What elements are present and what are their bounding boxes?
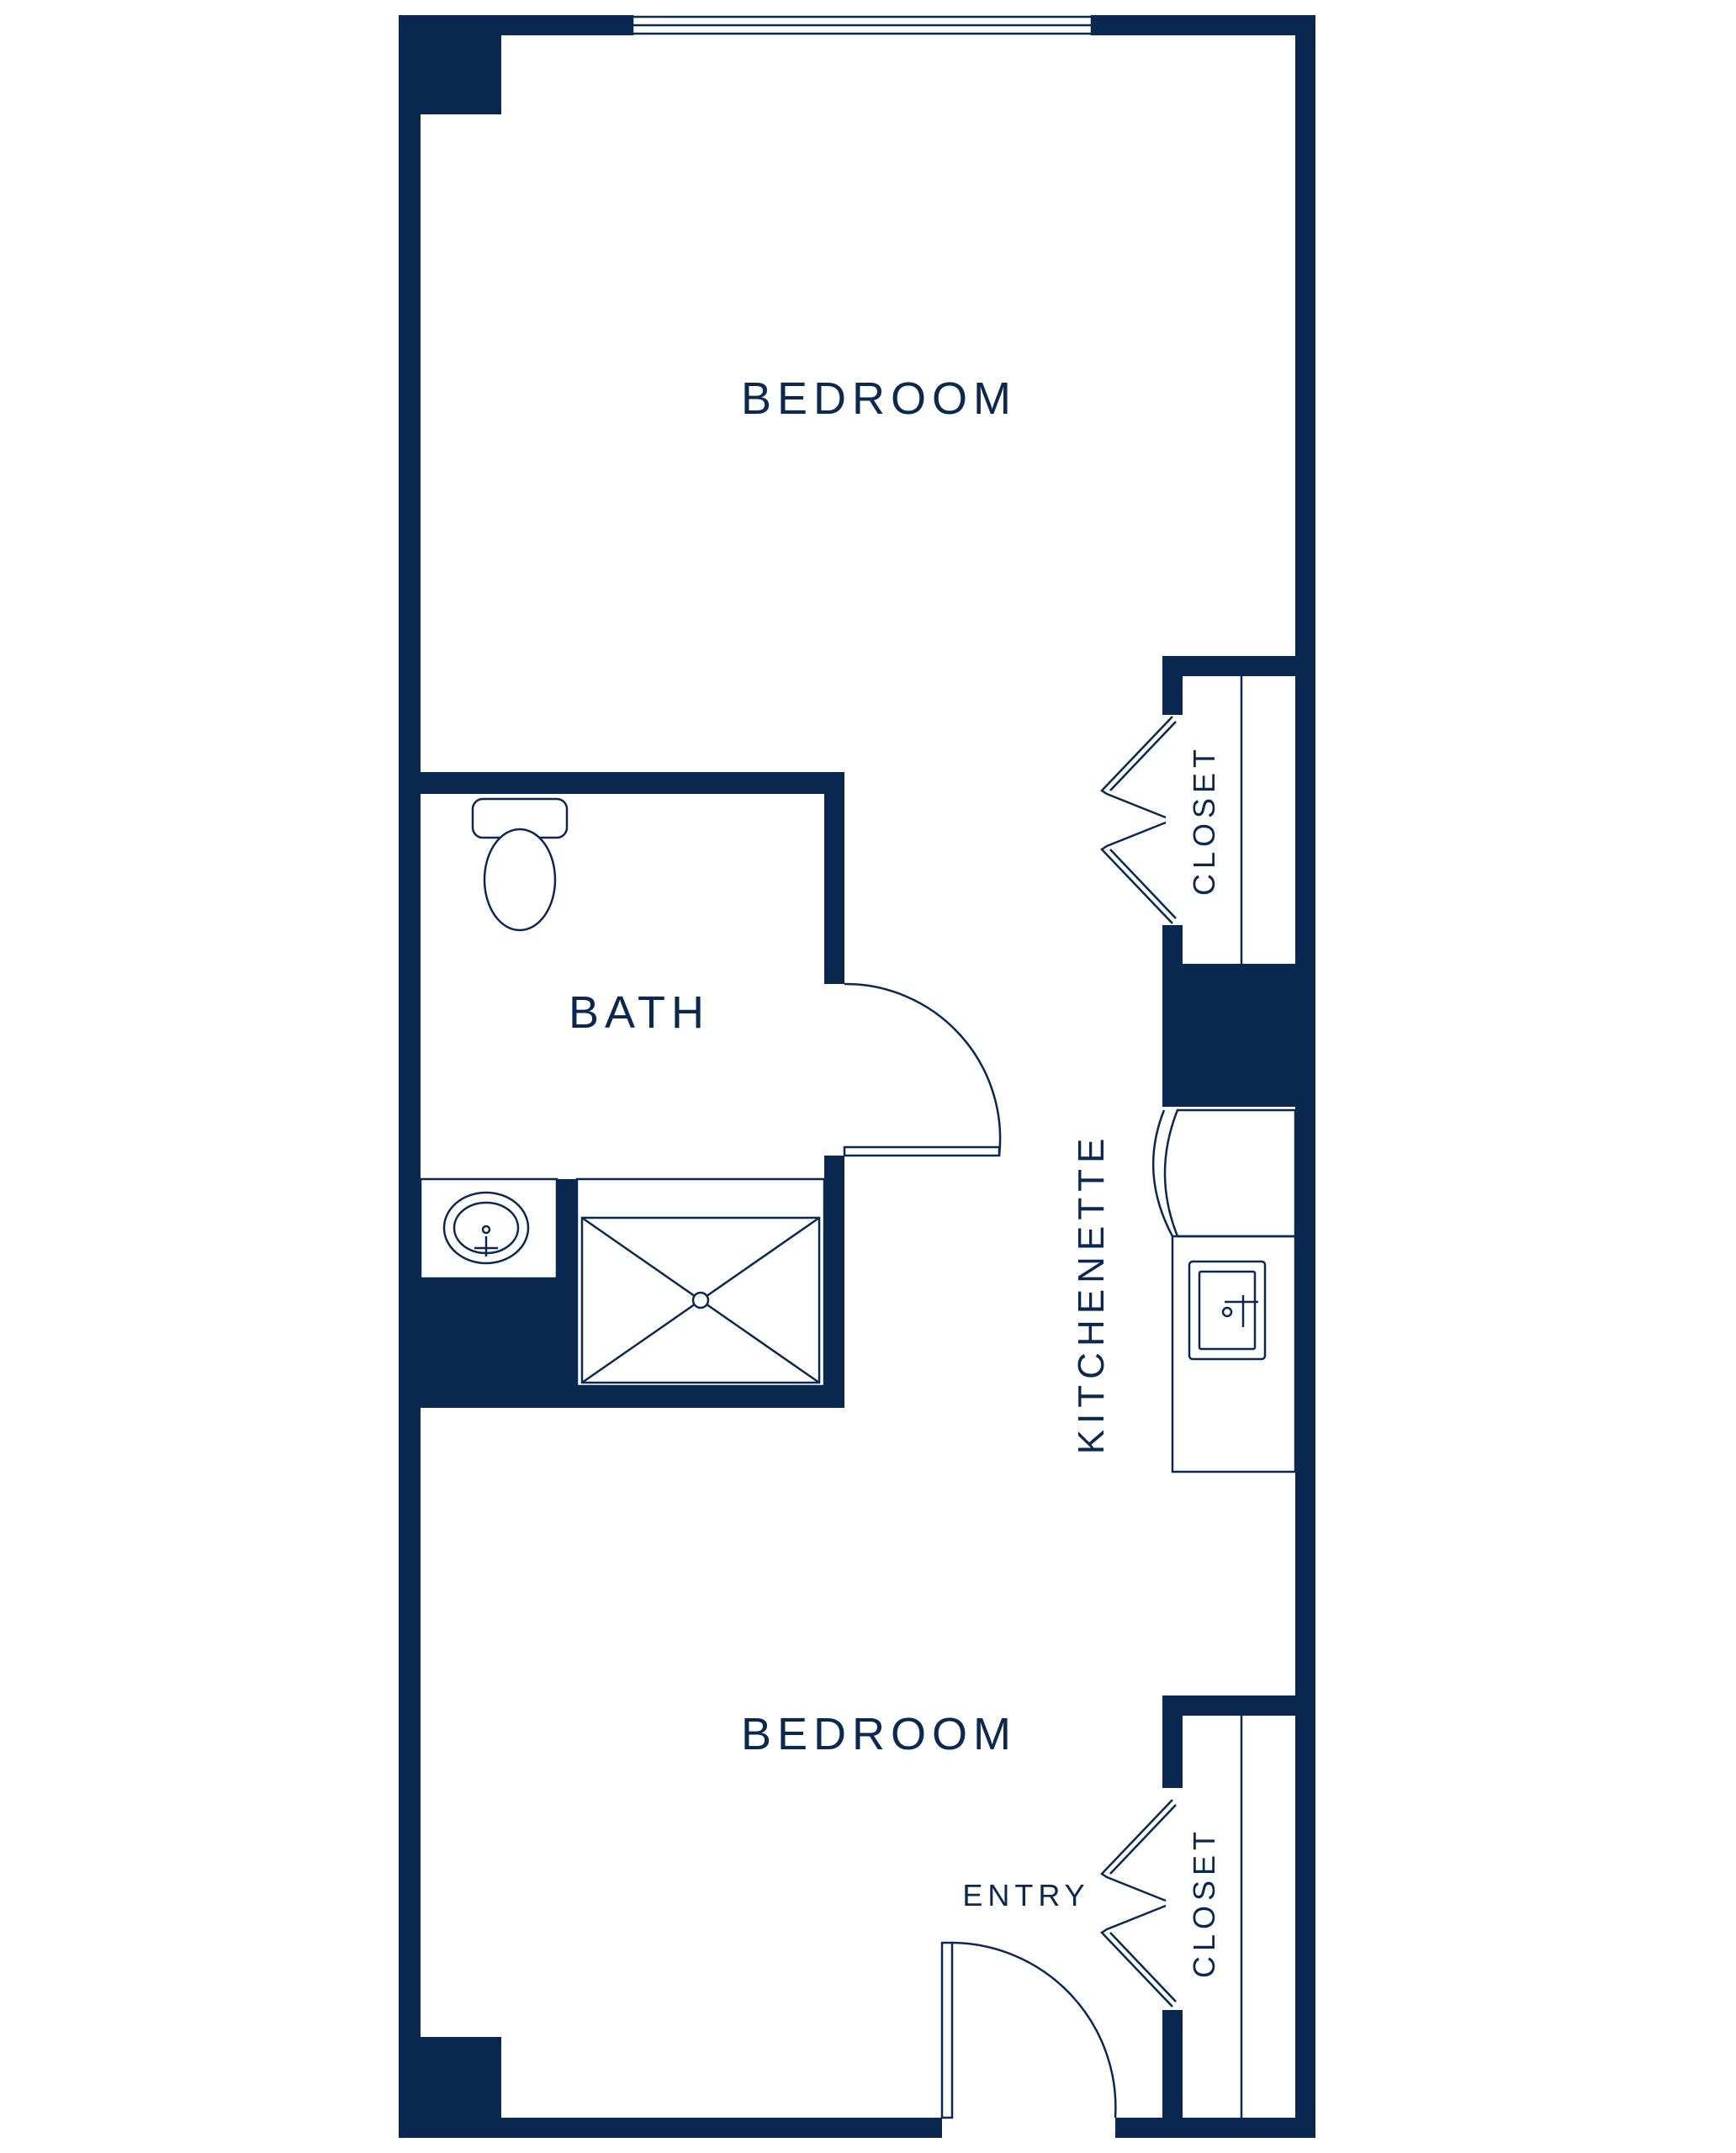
bath-door	[843, 982, 1002, 1157]
fridge	[1163, 1108, 1297, 1238]
shower-drain	[691, 1291, 710, 1309]
outer-walls	[399, 15, 1315, 2138]
label-bedroom-bottom: BEDROOM	[741, 1709, 1017, 1759]
bath-top-wall	[399, 772, 844, 794]
closet-bottom-left-post-lower	[1162, 2010, 1183, 2138]
closet-top-door-lower	[1100, 821, 1173, 924]
kitchen-sink-outer	[1188, 1260, 1267, 1361]
column-bottom-left	[399, 2037, 501, 2138]
label-closet-bottom: CLOSET	[1187, 1827, 1221, 1978]
toilet-bowl	[483, 828, 557, 932]
label-bath: BATH	[569, 987, 710, 1038]
label-closet-top: CLOSET	[1187, 744, 1221, 896]
top-wall-right	[1092, 15, 1315, 35]
kitchen-sink-inner	[1198, 1270, 1257, 1351]
counter	[1171, 1235, 1297, 1473]
shower	[575, 1177, 826, 1388]
label-kitchenette: KITCHENETTE	[1071, 1133, 1112, 1455]
bath-shower-divider	[557, 1179, 577, 1408]
bath-walls	[399, 772, 844, 1408]
closet-top-left-post-upper	[1162, 656, 1183, 715]
closet-top	[1100, 656, 1315, 964]
closet-bottom-door-lower	[1100, 1904, 1173, 2008]
bath-vanity	[419, 1177, 558, 1280]
bath-vanity-block	[399, 1278, 577, 1408]
closet-bottom-left-post-upper	[1162, 1695, 1183, 1788]
closet-bottom-header	[1162, 1695, 1315, 1716]
label-entry: ENTRY	[962, 1878, 1089, 1912]
toilet	[471, 797, 569, 932]
window-top	[631, 15, 1093, 35]
label-bedroom-top: BEDROOM	[741, 373, 1017, 424]
kitchenette-counter	[1151, 1108, 1297, 1473]
closet-bottom	[1100, 1695, 1315, 2138]
closet-top-left-post-lower	[1162, 925, 1183, 964]
left-wall	[399, 15, 421, 2138]
closet-top-header	[1162, 656, 1315, 676]
closet-top-door-upper	[1100, 716, 1173, 819]
closet-bottom-door-upper	[1100, 1799, 1173, 1902]
column-top-left	[399, 15, 501, 114]
entry-door	[940, 1941, 1117, 2119]
bottom-wall-right	[1115, 2118, 1315, 2138]
bath-right-wall-lower	[824, 1156, 844, 1408]
bath-sink-outer	[442, 1191, 530, 1265]
column-right-middle	[1162, 964, 1315, 1107]
bath-right-wall-upper	[824, 772, 844, 984]
